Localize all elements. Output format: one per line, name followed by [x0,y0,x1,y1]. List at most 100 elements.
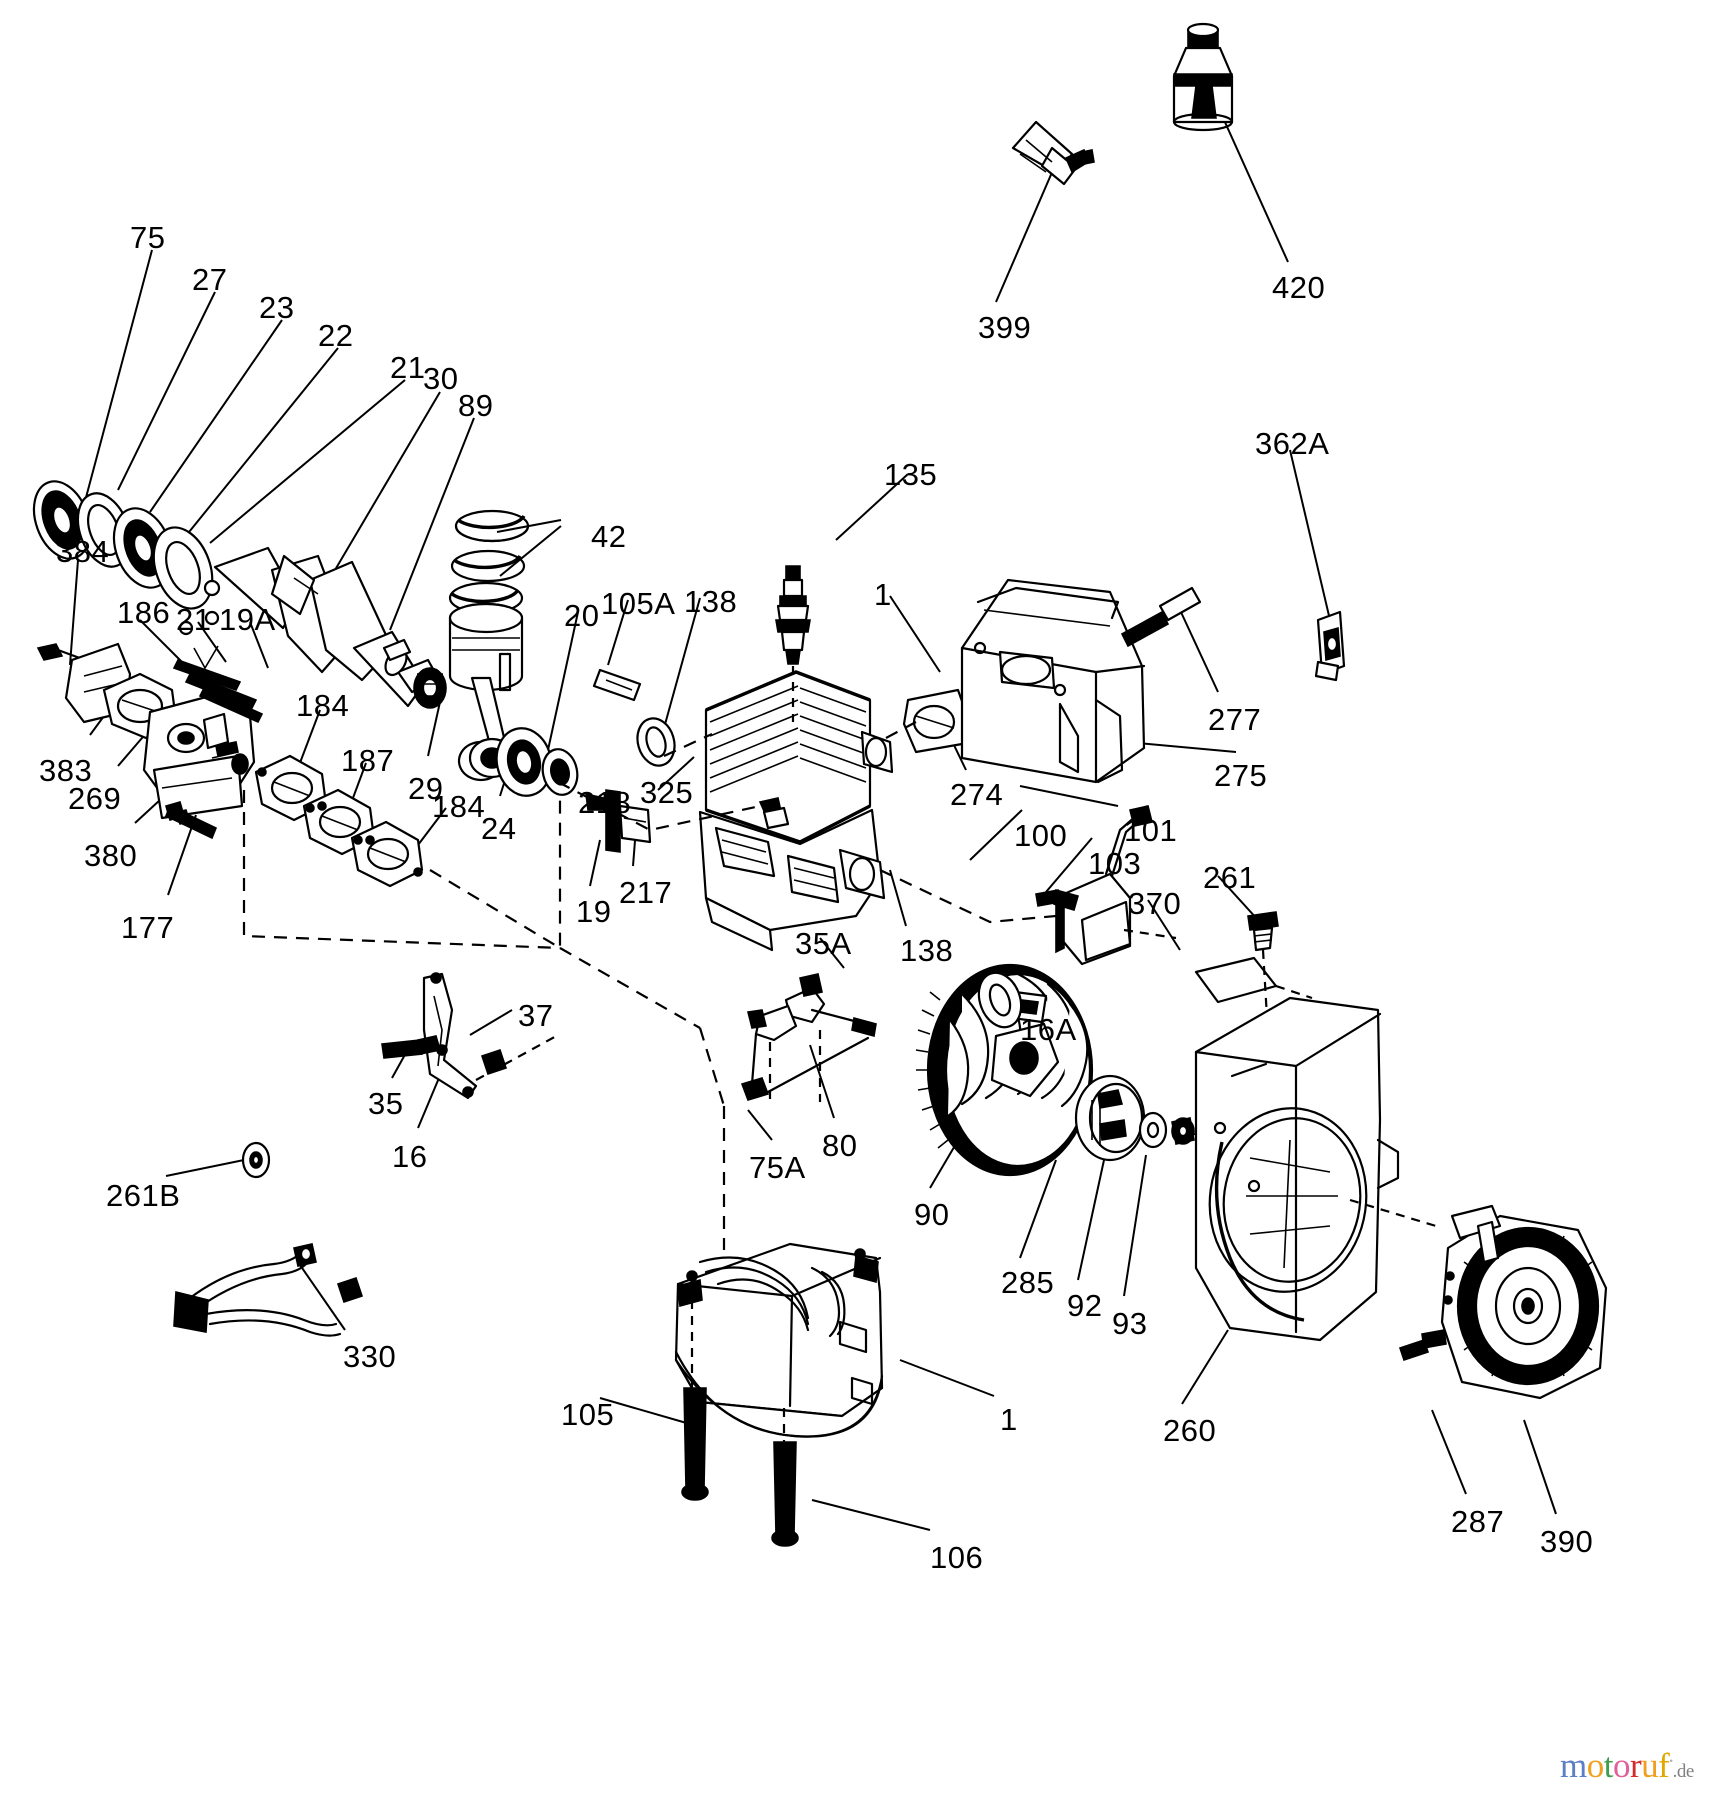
callout-29: 29 [408,771,444,806]
bracket-362A [1314,610,1346,682]
wm-dot: • [1669,1755,1673,1768]
starter-cup-285 [1074,1074,1146,1162]
spark-plug [775,565,811,665]
callout-260: 260 [1163,1413,1217,1448]
wire-harness-330 [173,1243,364,1337]
callout-275: 275 [1214,758,1268,793]
callout-138-coil: 138 [900,933,954,968]
crankcase-bolts [681,1300,799,1547]
callout-80: 80 [822,1128,858,1163]
callout-42: 42 [591,519,627,554]
wm-letter-m: m [1560,1746,1587,1785]
callout-287: 287 [1451,1504,1505,1539]
callout-90: 90 [914,1197,950,1232]
motoruf-watermark: motoruf•.de [1560,1748,1694,1783]
leader-lines [69,99,1557,1531]
callout-16A: 16A [1020,1012,1077,1047]
callout-269: 269 [68,781,122,816]
callout-261: 261 [1203,860,1257,895]
callout-184-upper: 184 [296,688,350,723]
callout-105: 105 [561,1397,615,1432]
wm-letter-o2: o [1612,1746,1631,1785]
callout-35: 35 [368,1086,404,1121]
flywheel-washer-nut [1138,1111,1213,1149]
muffler-bolt-277 [1120,586,1202,648]
wm-letter-u: u [1641,1746,1659,1785]
callout-37: 37 [518,998,554,1033]
callout-24: 24 [481,811,517,846]
callout-285: 285 [1001,1265,1055,1300]
cylinder-block [698,670,894,952]
callout-75: 75 [130,220,166,255]
wm-suffix: .de [1672,1761,1695,1782]
screw-287 [1398,1329,1447,1362]
wm-letter-r: r [1629,1746,1642,1785]
screw-261 [1247,911,1279,952]
callout-1-crankcase: 1 [1000,1402,1018,1437]
callout-92: 92 [1067,1288,1103,1323]
callout-277: 277 [1208,702,1262,737]
callout-19: 19 [576,894,612,929]
callout-21-upper: 21 [390,350,426,385]
needle-bearing-89 [413,667,447,709]
throttle-linkage [740,973,877,1101]
ignition-coil [1055,805,1153,966]
callout-27: 27 [192,262,228,297]
callout-138-cylinder: 138 [684,584,738,619]
callout-380: 380 [84,838,138,873]
callout-420: 420 [1272,270,1326,305]
callout-22: 22 [318,318,354,353]
woodruff-key [382,638,412,662]
callout-1-cylinder: 1 [874,577,892,612]
coil-bolt-103 [1035,888,1079,911]
carburetor-assembly [36,642,424,888]
callout-186: 186 [117,595,171,630]
callout-35A: 35A [795,926,852,961]
callout-135: 135 [884,457,938,492]
wm-letter-t: t [1603,1746,1614,1785]
callout-184-lower: 184 [432,789,486,824]
callout-177: 177 [121,910,175,945]
callout-93: 93 [1112,1306,1148,1341]
callout-89: 89 [458,388,494,423]
callout-30: 30 [423,361,459,396]
callout-330: 330 [343,1339,397,1374]
callout-16: 16 [392,1139,428,1174]
callout-390: 390 [1540,1524,1594,1559]
crank-seal-stack [32,480,221,670]
governor-lever [381,972,508,1100]
blower-housing [1194,996,1400,1342]
callout-75A: 75A [749,1150,806,1185]
wm-letter-f: f [1658,1746,1670,1785]
callout-261B: 261B [106,1178,181,1213]
grease-tube-399 [1011,120,1095,186]
washer-261B [241,1141,271,1179]
callout-20: 20 [564,598,600,633]
muffler-gasket-274 [902,688,970,754]
oil-bottle-420 [1172,22,1234,132]
callout-103: 103 [1088,846,1142,881]
callout-187: 187 [341,743,395,778]
callout-274: 274 [950,777,1004,812]
callout-21-carb: 21 [176,602,212,637]
callout-100: 100 [1014,818,1068,853]
callout-19A: 19A [219,602,276,637]
wm-letter-o1: o [1586,1746,1605,1785]
muffler [960,578,1146,784]
label-plate-370 [1194,956,1278,1004]
callout-362A: 362A [1255,426,1330,461]
callout-370: 370 [1128,886,1182,921]
callout-106: 106 [930,1540,984,1575]
gasket-138b [977,971,1023,1029]
callout-101: 101 [1124,813,1178,848]
recoil-starter [1440,1204,1608,1400]
callout-217: 217 [619,875,673,910]
callout-23: 23 [259,290,295,325]
callout-384: 384 [56,534,110,569]
callout-218: 218 [578,785,632,820]
callout-105A: 105A [601,586,676,621]
callout-325: 325 [640,775,694,810]
callout-399: 399 [978,310,1032,345]
